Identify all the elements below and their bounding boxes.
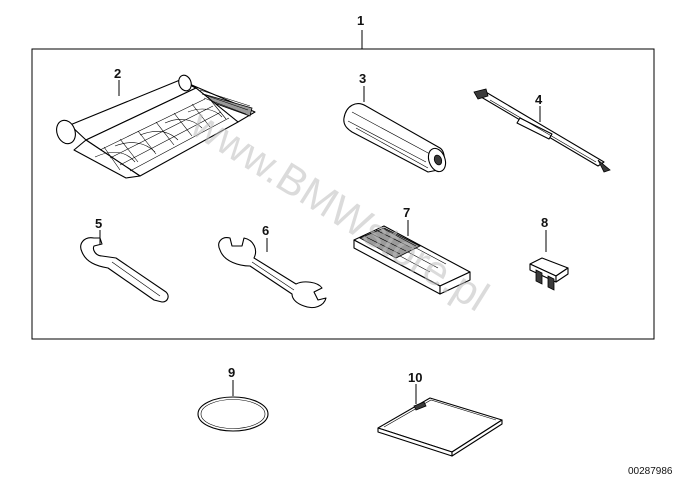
label-2: 2 xyxy=(114,66,121,81)
pouch-icon xyxy=(377,397,503,457)
hook-wrench-icon xyxy=(80,237,169,303)
label-5: 5 xyxy=(95,216,102,231)
label-7: 7 xyxy=(403,205,410,220)
screwdriver-blade-icon xyxy=(473,88,611,173)
label-8: 8 xyxy=(541,215,548,230)
open-end-wrench-icon xyxy=(218,237,327,309)
tool-roll-icon xyxy=(56,74,256,179)
label-10: 10 xyxy=(408,370,422,385)
label-6: 6 xyxy=(262,223,269,238)
screwdriver-handle-icon xyxy=(343,103,447,173)
watermark: www.BMWstore.pl xyxy=(182,99,497,320)
o-ring-icon xyxy=(197,396,269,432)
group-frame xyxy=(31,48,655,340)
fuse-puller-icon xyxy=(529,257,569,291)
diagram-ref: 00287986 xyxy=(628,466,673,477)
label-3: 3 xyxy=(359,71,366,86)
fuse-block-icon xyxy=(353,225,471,295)
label-9: 9 xyxy=(228,365,235,380)
label-1: 1 xyxy=(357,13,364,28)
label-4: 4 xyxy=(535,92,543,107)
